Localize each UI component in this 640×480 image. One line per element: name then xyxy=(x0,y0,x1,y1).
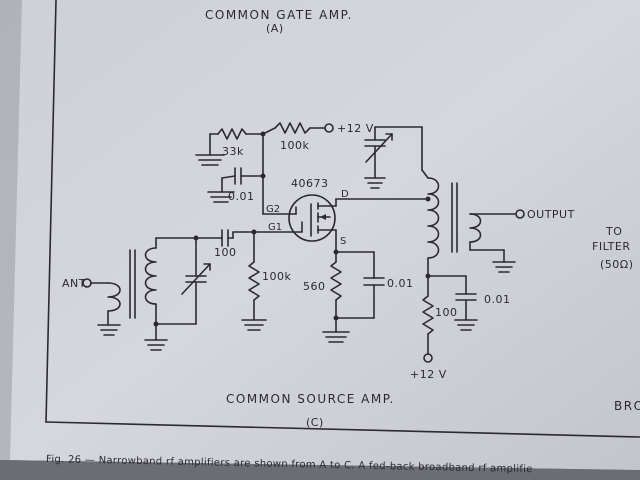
output-label: OUTPUT xyxy=(527,208,575,221)
page-spine-shadow xyxy=(0,0,22,460)
c-100-label: 100 xyxy=(214,246,237,259)
page-sheet xyxy=(0,0,640,470)
circuit-caption: COMMON SOURCE AMP. xyxy=(226,392,395,406)
pin-d-label: D xyxy=(341,189,349,200)
output-winding xyxy=(469,209,525,273)
source-network xyxy=(322,249,385,343)
mosfet-40673 xyxy=(232,194,337,253)
right-to: TO xyxy=(605,225,622,238)
pin-g1-label: G1 xyxy=(268,222,282,233)
transistor-label: 40673 xyxy=(291,177,329,190)
r-33k xyxy=(195,128,264,166)
r-100k-gate xyxy=(241,229,267,331)
r-560-label: 560 xyxy=(303,280,326,293)
c-001-gate xyxy=(207,133,264,215)
pin-s-label: S xyxy=(340,236,346,247)
drain-supply xyxy=(422,275,478,363)
c-001-gate-label: 0.01 xyxy=(228,190,255,203)
header-caption: COMMON GATE AMP. xyxy=(205,8,353,22)
circuit-caption-sub: (C) xyxy=(306,416,324,429)
r-100k-gate-label: 100k xyxy=(262,270,291,283)
c-001-source-label: 0.01 xyxy=(387,277,414,290)
r-100k-top-label: 100k xyxy=(280,139,309,152)
right-filter: FILTER xyxy=(592,240,631,253)
right-bro: BRO xyxy=(614,399,640,413)
junction-dot xyxy=(260,173,266,179)
supply-bottom-label: +12 V xyxy=(410,368,447,381)
input-tank xyxy=(82,237,211,351)
c-100 xyxy=(195,229,234,247)
page-bottom-edge xyxy=(0,460,640,480)
r-100-drain-label: 100 xyxy=(435,306,458,319)
supply-top-label: +12 V xyxy=(337,122,374,135)
input-label: ANT. xyxy=(62,277,89,290)
r-33k-label: 33k xyxy=(222,145,244,158)
right-ohms: (50Ω) xyxy=(600,258,634,271)
figure-border xyxy=(45,0,640,438)
pin-g2-label: G2 xyxy=(266,204,280,215)
c-001-drain-label: 0.01 xyxy=(484,293,511,306)
header-sub: (A) xyxy=(266,22,284,35)
junction-dot xyxy=(425,196,431,202)
